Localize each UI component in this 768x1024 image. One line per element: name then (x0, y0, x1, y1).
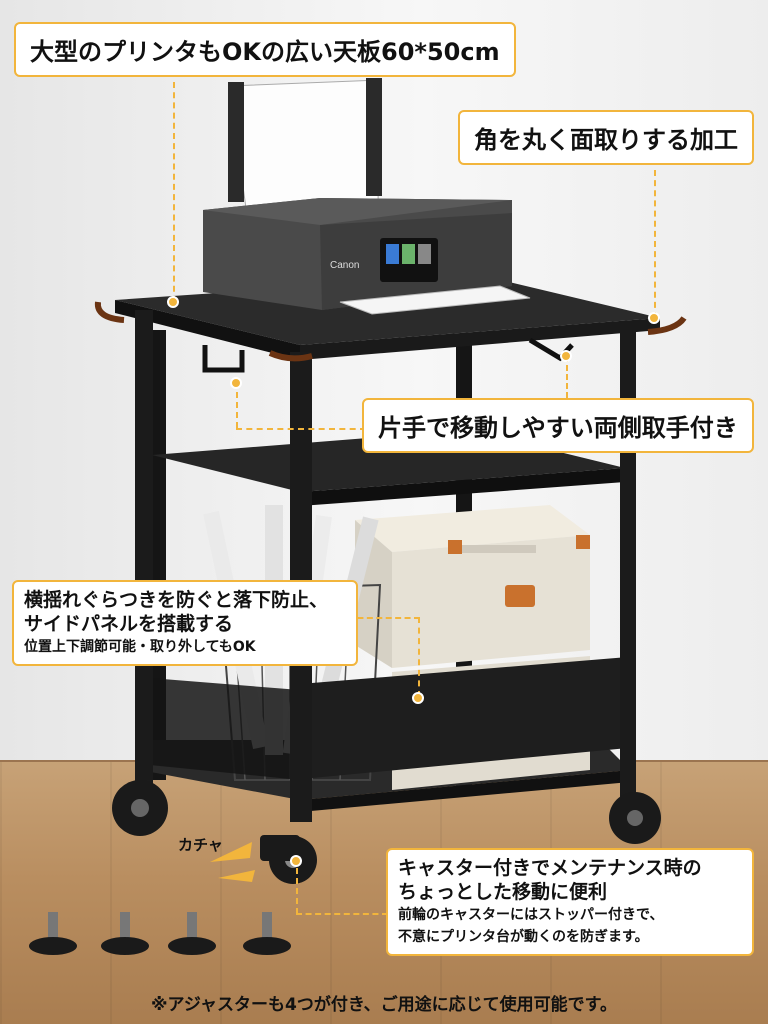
marker-caster (290, 855, 302, 867)
side-panel-text-3: 位置上下調節可能・取り外してもOK (24, 639, 256, 655)
leader-side-panel (348, 617, 420, 619)
callout-side-panel: 横揺れぐらつきを防ぐと落下防止、 サイドパネルを搭載する 位置上下調節可能・取り… (12, 580, 358, 666)
marker-side-panel (412, 692, 424, 704)
callout-caster: キャスター付きでメンテナンス時の ちょっとした移動に便利 前輪のキャスターにはス… (386, 848, 754, 956)
callout-handles: 片手で移動しやすい両側取手付き (362, 398, 754, 453)
caster-text-4: 不意にプリンタ台が動くのを防ぎます。 (398, 929, 649, 945)
leader-rounded-corners (654, 170, 656, 318)
leader-handle-left (236, 382, 238, 428)
leader-handle-bottom (236, 428, 366, 430)
caster-text-3: 前輪のキャスターにはストッパー付きで、 (398, 907, 664, 923)
marker-rounded-corners (648, 312, 660, 324)
side-panel-text-2: サイドパネルを搭載する (24, 613, 234, 635)
leader-caster-right (296, 913, 388, 915)
printer-brand-logo: Canon (330, 260, 359, 271)
marker-handle-left (230, 377, 242, 389)
footnote: ※アジャスターも4つが付き、ご用途に応じて使用可能です。 (151, 995, 617, 1015)
leader-side-panel-down (418, 617, 420, 697)
caster-text-2: ちょっとした移動に便利 (398, 881, 608, 903)
leader-top-panel (173, 82, 175, 302)
leader-handle-right (566, 356, 568, 398)
marker-top-panel (167, 296, 179, 308)
callout-top-panel: 大型のプリンタもOKの広い天板60*50cm (14, 22, 516, 77)
side-panel-text-1: 横揺れぐらつきを防ぐと落下防止、 (24, 589, 329, 611)
marker-handle-right (560, 350, 572, 362)
leader-caster (296, 868, 298, 914)
caster-text-1: キャスター付きでメンテナンス時の (398, 857, 702, 879)
sound-label: カチャ (178, 836, 223, 854)
adjuster-feet (29, 912, 291, 955)
callout-rounded-corners: 角を丸く面取りする加工 (458, 110, 754, 165)
